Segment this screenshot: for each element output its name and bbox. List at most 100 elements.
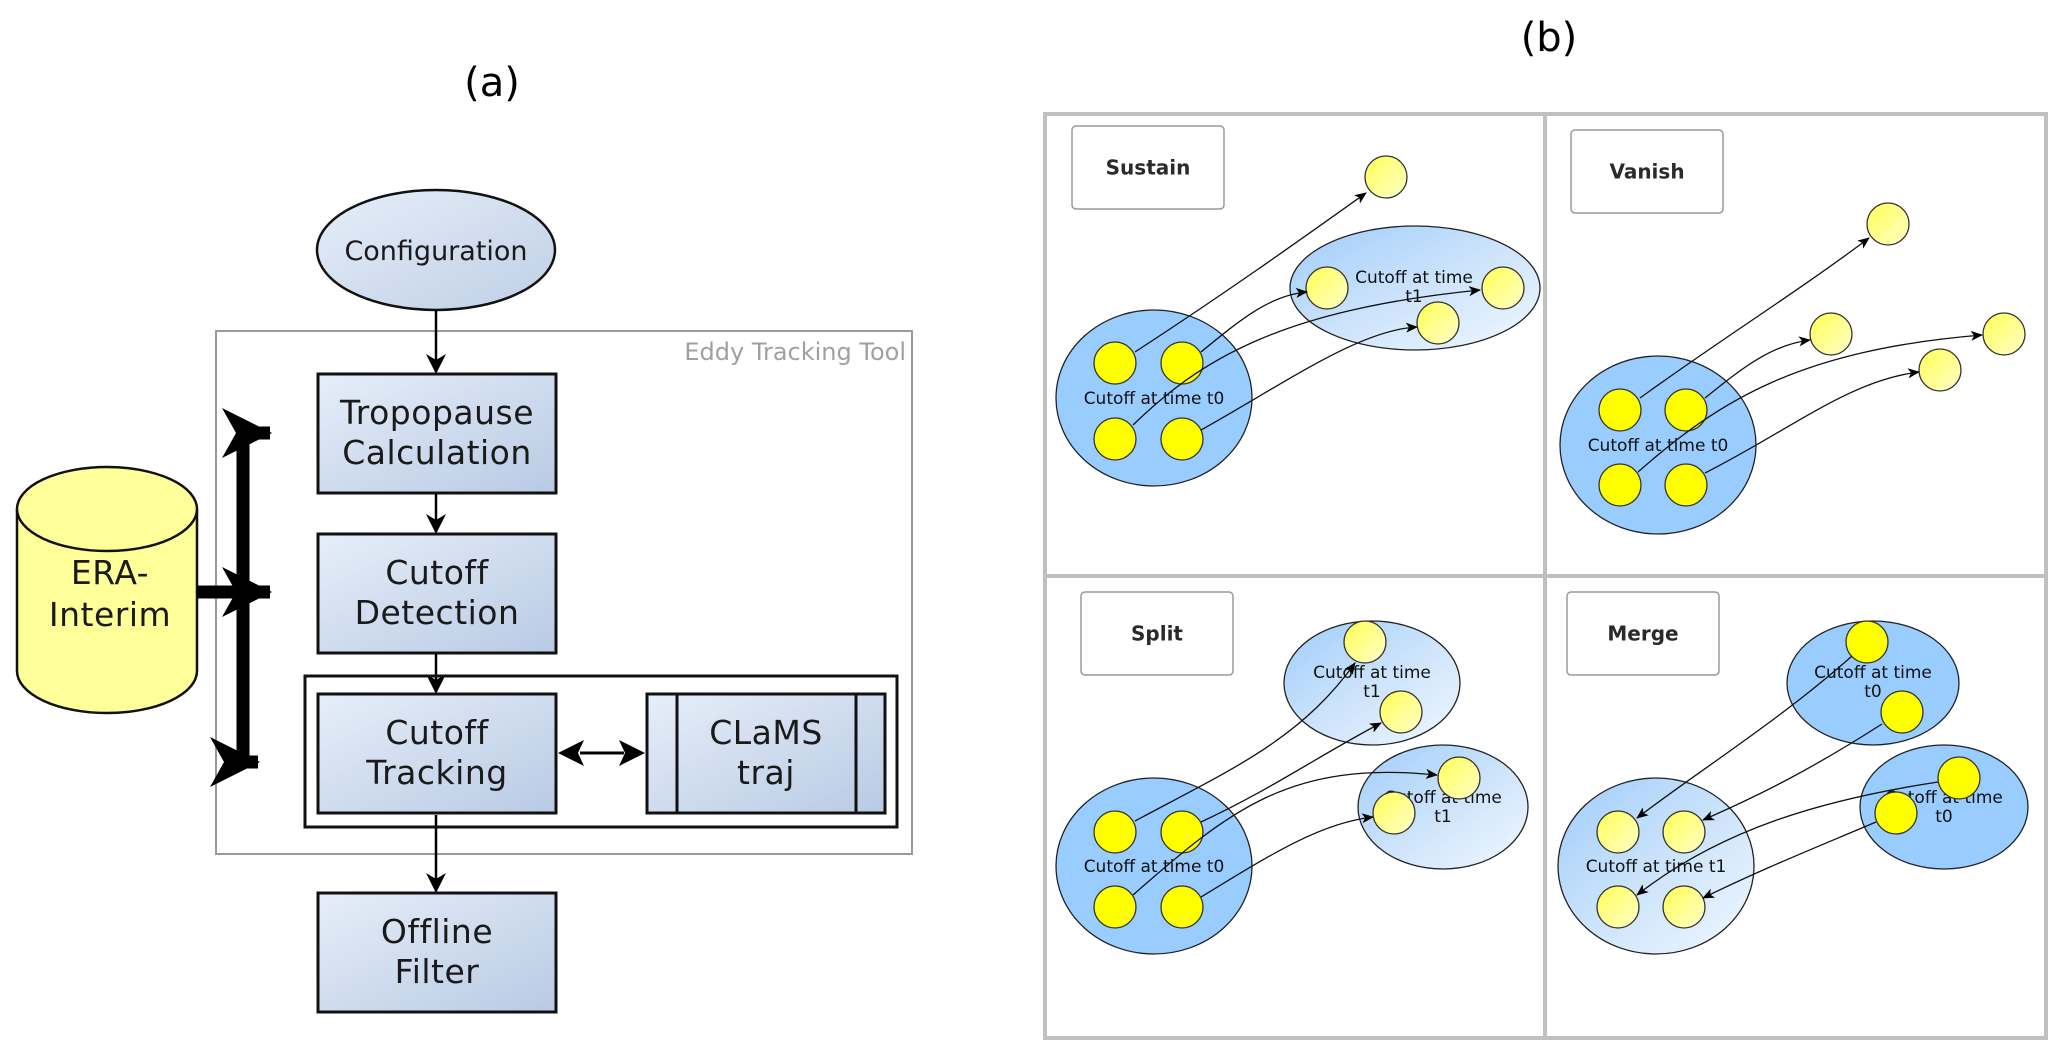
trajectory-arrow (1134, 192, 1367, 353)
air-parcel-point (1662, 810, 1706, 854)
cutoff-ellipse-merge-t0b (1859, 744, 2029, 870)
tropopause-label-line2: Calculation (342, 433, 532, 472)
trajectory-arrow (1636, 655, 1853, 819)
air-parcel-point (1093, 417, 1137, 461)
case-label-box-vanish: Vanish (1570, 129, 1724, 214)
cutoff-label-split-t0: Cutoff at time t0 (1084, 857, 1225, 877)
tracking-label-line2: Tracking (365, 753, 507, 792)
cutoff-label-merge-t1: Cutoff at time t1 (1586, 857, 1727, 877)
trajectory-arrow (1134, 662, 1356, 822)
air-parcel-point (1664, 463, 1708, 507)
air-parcel-point (1596, 810, 1640, 854)
air-parcel-point (1364, 155, 1408, 199)
cutoff-label-merge-t0a: Cutoff at time (1814, 663, 1932, 683)
air-parcel-point (1982, 312, 2026, 356)
air-parcel-point (1379, 690, 1423, 734)
tropopause-label-line1: Tropopause (339, 393, 534, 432)
trajectory-arrow (1702, 821, 1877, 899)
offline-label-line1: Offline (381, 912, 493, 951)
air-parcel-point (1880, 690, 1924, 734)
eddy-tracking-tool-label: Eddy Tracking Tool (684, 338, 906, 366)
air-parcel-point (1160, 417, 1204, 461)
tracking-group-box (303, 674, 899, 829)
air-parcel-point (1481, 266, 1525, 310)
panel-a-title: (a) (464, 60, 520, 106)
trajectory-arrow (1200, 722, 1382, 823)
air-parcel-point (1372, 791, 1416, 835)
air-parcel-point (1598, 463, 1642, 507)
cutoff-ellipse-sustain-t1 (1289, 225, 1541, 351)
cutoff-label-sustain-t0: Cutoff at time t0 (1084, 389, 1225, 409)
panel-b-title: (b) (1521, 15, 1578, 61)
air-parcel-point (1937, 756, 1981, 800)
air-parcel-point (1664, 388, 1708, 432)
tracking-label-line1: Cutoff (385, 713, 489, 752)
case-label-sustain: Sustain (1106, 156, 1191, 180)
cutoff-tracking-node: Cutoff Tracking (316, 692, 558, 815)
trajectory-arrow (1637, 330, 1983, 473)
detection-label-line1: Cutoff (385, 553, 489, 592)
air-parcel-point (1918, 348, 1962, 392)
trajectory-arrow (1200, 322, 1418, 431)
cutoff-detection-node: Cutoff Detection (316, 532, 558, 655)
case-label-vanish: Vanish (1609, 160, 1684, 184)
air-parcel-point (1160, 341, 1204, 385)
trajectory-arrow (1132, 286, 1481, 426)
era-interim-database-icon: ERA- Interim (15, 465, 199, 715)
trajectory-arrow (1200, 813, 1374, 898)
air-parcel-point (1160, 885, 1204, 929)
era-interim-label-line2: Interim (49, 595, 171, 634)
cutoff-ellipse-split-t1b (1357, 744, 1529, 870)
cutoff-label-split-t1a: Cutoff at time (1313, 663, 1431, 683)
cutoff-label-sustain-t1: Cutoff at time (1355, 268, 1473, 288)
clams-label-line2: traj (737, 753, 795, 792)
trajectory-arrow (1704, 336, 1811, 399)
trajectory-arrow (1636, 781, 1939, 896)
clams-traj-node: CLaMS traj (645, 692, 887, 815)
air-parcel-point (1598, 388, 1642, 432)
cutoff-label-vanish-t0: Cutoff at time t0 (1588, 436, 1729, 456)
era-interim-data-arrows (197, 408, 272, 787)
tropopause-calculation-node: Tropopause Calculation (316, 372, 558, 495)
cutoff-label-merge-t0b: t0 (1935, 807, 1952, 827)
air-parcel-point (1809, 312, 1853, 356)
air-parcel-point (1596, 885, 1640, 929)
era-interim-label-line1: ERA- (71, 553, 149, 592)
cutoff-label-merge-t0a: t0 (1864, 682, 1881, 702)
trajectory-arrow (1200, 287, 1308, 353)
arrow-head-right-icon (619, 740, 645, 766)
detection-label-line2: Detection (355, 593, 520, 632)
air-parcel-point (1845, 620, 1889, 664)
air-parcel-point (1305, 266, 1349, 310)
case-label-box-sustain: Sustain (1071, 125, 1225, 210)
trajectory-arrow (1704, 368, 1920, 474)
clams-label-line1: CLaMS (709, 713, 823, 752)
case-label-split: Split (1131, 622, 1183, 646)
case-label-merge: Merge (1607, 622, 1678, 646)
offline-label-line2: Filter (395, 952, 480, 991)
cutoff-label-split-t1b: t1 (1434, 807, 1451, 827)
air-parcel-point (1093, 885, 1137, 929)
air-parcel-point (1093, 341, 1137, 385)
air-parcel-point (1343, 620, 1387, 664)
trajectory-arrow (1132, 768, 1438, 896)
trajectory-arrow (1639, 237, 1870, 399)
configuration-node: Configuration (315, 188, 557, 312)
case-label-box-split: Split (1080, 591, 1234, 676)
air-parcel-point (1093, 810, 1137, 854)
trajectory-arrow (1702, 723, 1883, 821)
air-parcel-point (1437, 756, 1481, 800)
arrow-head-left-icon (558, 740, 584, 766)
air-parcel-point (1160, 810, 1204, 854)
case-label-box-merge: Merge (1566, 591, 1720, 676)
configuration-label: Configuration (344, 236, 527, 267)
panel-a: (a) Eddy Tracking Tool Configuration Tro… (15, 60, 913, 1014)
cutoff-label-split-t1a: t1 (1363, 682, 1380, 702)
